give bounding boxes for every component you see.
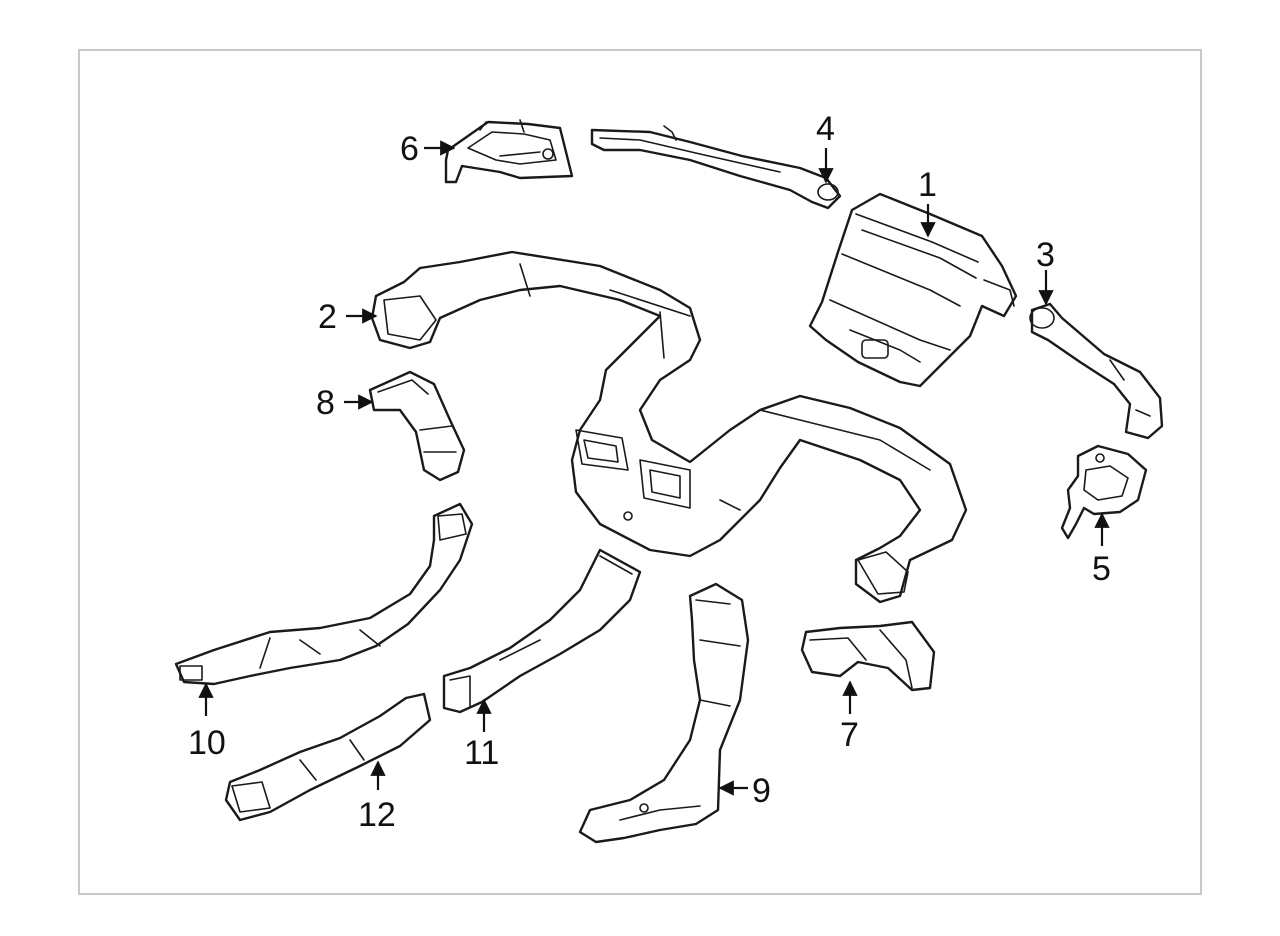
part-2-main-duct xyxy=(370,250,968,604)
callout-6: 6 xyxy=(400,130,419,168)
callout-4: 4 xyxy=(816,110,835,148)
part-8-left-elbow xyxy=(368,370,466,482)
callout-7: 7 xyxy=(840,716,859,754)
callout-8: 8 xyxy=(316,384,335,422)
part-9-vertical-duct xyxy=(578,582,750,844)
part-1-center-vent xyxy=(808,192,1018,388)
part-7-right-elbow xyxy=(800,620,936,692)
leader-lines xyxy=(198,140,1110,796)
callout-numbers: 1 2 3 4 5 6 7 8 9 10 11 12 xyxy=(188,110,1111,834)
part-5-actuator xyxy=(1060,444,1148,540)
callout-3: 3 xyxy=(1036,236,1055,274)
part-11-center-floor-duct xyxy=(442,548,642,714)
callout-12: 12 xyxy=(358,796,396,834)
callout-11: 11 xyxy=(464,734,499,772)
callout-2: 2 xyxy=(318,298,337,336)
callout-10: 10 xyxy=(188,724,226,762)
callout-9: 9 xyxy=(752,772,771,810)
part-10-left-floor-duct xyxy=(174,502,474,686)
part-4-upper-duct xyxy=(590,125,842,210)
part-6-bracket xyxy=(444,119,574,184)
callout-5: 5 xyxy=(1092,550,1111,588)
callout-1: 1 xyxy=(918,166,937,204)
part-3-right-duct xyxy=(1029,302,1164,440)
part-12-rear-floor-duct xyxy=(224,692,432,822)
